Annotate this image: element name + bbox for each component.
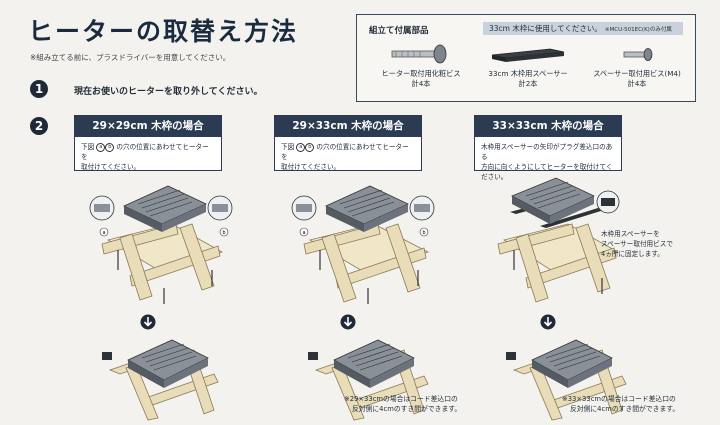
spacer-bar-icon	[491, 48, 565, 62]
note-line: スペーサー取付用ビスで	[601, 240, 673, 248]
desc-text: の穴の位置にあわせてヒーターを	[81, 143, 209, 161]
case-29x33-assembled-illustration	[308, 339, 429, 421]
desc-text: 取付けてください。	[81, 163, 141, 171]
page-subtitle: ※組み立てる前に、プラスドライバーを用意してください。	[30, 53, 231, 62]
parts-33-label-small: ※MCU-501EC(K)のみ付属	[604, 27, 672, 33]
step-2-number: 2	[30, 117, 48, 135]
down-arrow-icon	[540, 314, 556, 330]
part-qty: 計4本	[627, 79, 647, 88]
parts-33-label-text: 33cm 木枠に使用してください。	[489, 24, 602, 33]
case-29x33-exploded-illustration: a b	[291, 185, 435, 304]
case-29x29-exploded-illustration: a b	[89, 185, 233, 304]
callout-b: b	[422, 230, 425, 236]
part-item: スペーサー取付用ビス(M4) 計4本	[585, 43, 689, 89]
case-33x33-footnote: ※33×33cmの場合はコード差込口の 反対側に4cmのすき間ができます。	[562, 394, 679, 414]
part-qty: 計4本	[411, 79, 431, 88]
parts-box: 組立て付属部品 33cm 木枠に使用してください。※MCU-501EC(K)のみ…	[356, 14, 696, 102]
desc-text: 方向に向くようにしてヒーターを取付けてください。	[481, 163, 613, 181]
down-arrow-icon	[140, 314, 156, 330]
case-33x33-title: 33×33cm 木枠の場合	[474, 115, 622, 137]
mark-a: a	[296, 142, 306, 152]
case-29x29-assembled-illustration	[102, 339, 219, 421]
note-line: 4ヵ所に固定します。	[601, 250, 664, 258]
case-29x33-title: 29×33cm 木枠の場合	[274, 115, 422, 137]
part-item: ヒーター取付用化粧ビス 計4本	[371, 43, 471, 89]
step-1-number: 1	[30, 80, 48, 98]
screw-icon	[391, 44, 447, 64]
part-name: スペーサー取付用ビス(M4)	[593, 69, 681, 78]
case-33x33-note: 木枠用スペーサーを スペーサー取付用ビスで 4ヵ所に固定します。	[601, 229, 673, 259]
desc-text: の穴の位置にあわせてヒーターを	[281, 143, 409, 161]
callout-b: b	[222, 230, 225, 236]
parts-label: 組立て付属部品	[369, 26, 429, 36]
part-item: 33cm 木枠用スペーサー 計2本	[479, 43, 577, 89]
case-33x33-exploded-illustration	[497, 177, 620, 303]
footnote-line: 反対側に4cmのすき間ができます。	[570, 405, 680, 413]
case-29x33-footnote: ※29×33cmの場合はコード差込口の 反対側に4cmのすき間ができます。	[344, 394, 461, 414]
mark-b: b	[105, 142, 115, 152]
page-title: ヒーターの取替え方法	[28, 17, 299, 46]
part-name: 33cm 木枠用スペーサー	[488, 69, 568, 78]
desc-text: 取付けてください。	[281, 163, 341, 171]
desc-text: 下図	[281, 143, 295, 151]
desc-text: 下図	[81, 143, 95, 151]
step-1-text: 現在お使いのヒーターを取り外してください。	[74, 87, 263, 97]
mark-b: b	[305, 142, 315, 152]
footnote-line: 反対側に4cmのすき間ができます。	[352, 405, 462, 413]
case-29x29-title: 29×29cm 木枠の場合	[74, 115, 222, 137]
desc-text: 木枠用スペーサーの矢印がプラグ差込口のある	[481, 143, 613, 161]
down-arrow-icon	[340, 314, 356, 330]
case-33x33-desc: 木枠用スペーサーの矢印がプラグ差込口のある 方向に向くようにしてヒーターを取付け…	[474, 137, 622, 181]
part-qty: 計2本	[518, 79, 538, 88]
mark-a: a	[96, 142, 106, 152]
footnote-line: ※29×33cmの場合はコード差込口の	[344, 395, 458, 403]
note-line: 木枠用スペーサーを	[601, 230, 660, 238]
callout-a: a	[302, 230, 305, 236]
case-33x33-assembled-illustration	[506, 339, 627, 421]
footnote-line: ※33×33cmの場合はコード差込口の	[562, 395, 676, 403]
small-screw-icon	[623, 48, 653, 61]
part-name: ヒーター取付用化粧ビス	[381, 69, 461, 78]
parts-33-label: 33cm 木枠に使用してください。※MCU-501EC(K)のみ付属	[483, 22, 683, 35]
callout-a: a	[102, 230, 105, 236]
